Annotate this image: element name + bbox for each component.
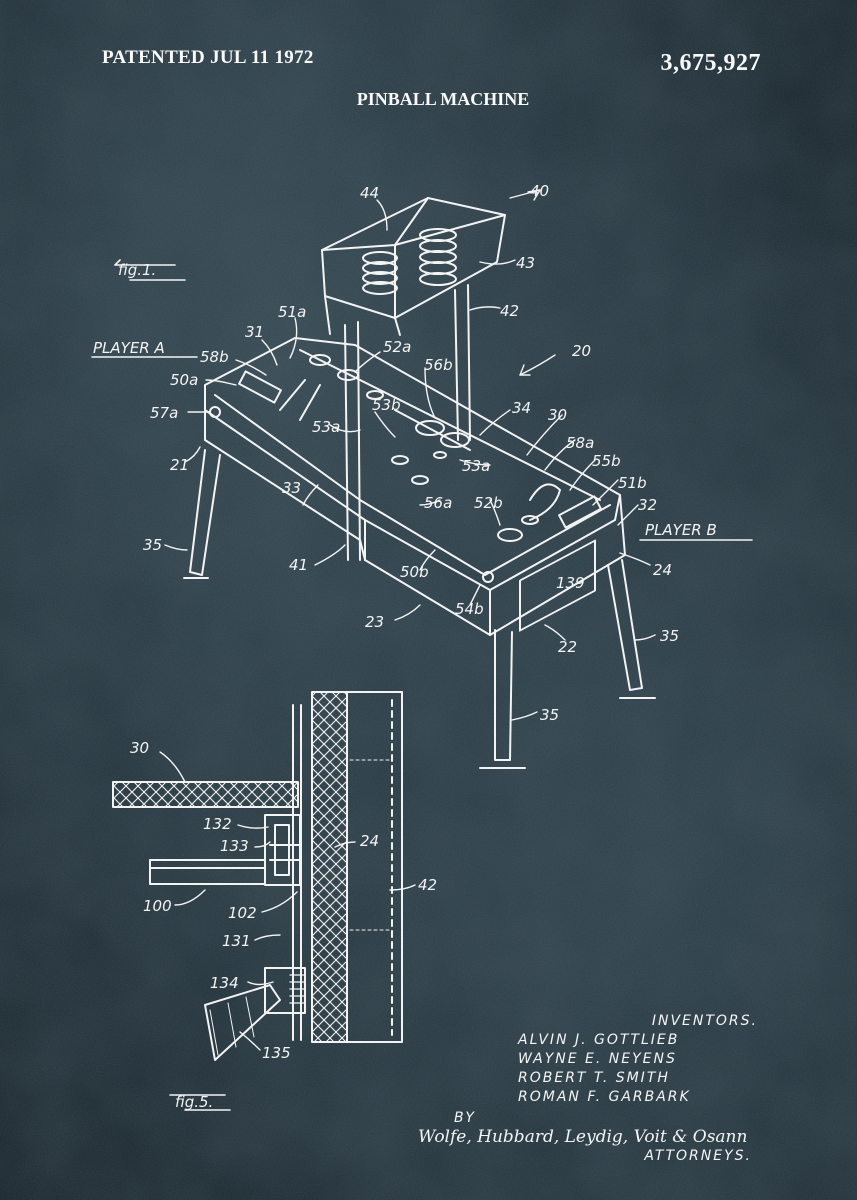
fig1-label: fig.1. [118,261,156,279]
fig5-label: fig.5. [175,1093,213,1111]
ref-22: 22 [558,638,577,656]
ref-35-bottom: 35 [540,706,559,724]
ref-58a: 58a [566,434,594,452]
fig5-drawing [112,691,416,1111]
inventor-name: WAYNE E. NEYENS [518,1051,677,1067]
backbox [321,197,506,561]
ref-52b: 52b [474,494,503,512]
inventors-block: INVENTORS. ALVIN J. GOTTLIEB WAYNE E. NE… [418,1012,760,1166]
ref-56b: 56b [424,356,453,374]
by-label: BY [454,1110,476,1126]
inventor-name: ALVIN J. GOTTLIEB [518,1032,680,1048]
ref-53a-right: 53a [462,457,490,475]
fig1-drawing [91,189,753,769]
ref-24: 24 [653,561,672,579]
ref-35-right: 35 [660,627,679,645]
ref-50b: 50b [400,563,429,581]
ref-23: 23 [365,613,384,631]
patent-title: PINBALL MACHINE [356,89,530,109]
fig5-ref-132: 132 [203,815,232,833]
fig5-ref-100: 100 [143,897,172,915]
inventor-name: ROBERT T. SMITH [518,1070,670,1086]
ref-41: 41 [289,556,308,574]
fig5-ref-131: 131 [222,932,251,950]
ref-54b: 54b [455,600,484,618]
inventors-heading: INVENTORS. [651,1013,758,1029]
patent-number: 3,675,927 [660,50,761,76]
ref-40: 40 [530,182,549,200]
ref-57a: 57a [150,404,178,422]
attorney-firm-signature: Wolfe, Hubbard, Leydig, Voit & Osann [418,1127,748,1147]
ref-53a-left: 53a [312,418,340,436]
ref-30: 30 [548,406,567,424]
ref-50a: 50a [170,371,198,389]
ref-33: 33 [282,479,301,497]
inventor-name: ROMAN F. GARBARK [518,1089,691,1105]
fig5-ref-42: 42 [418,876,437,894]
ref-44: 44 [360,184,379,202]
ref-34: 34 [512,399,531,417]
player-a-label: PLAYER A [93,339,165,357]
fig5-ref-102: 102 [228,904,257,922]
ref-35-left: 35 [143,536,162,554]
fig5-ref-24: 24 [360,832,379,850]
fig5-ref-133: 133 [220,837,249,855]
fig5-ref-135: 135 [262,1044,291,1062]
fig1-leaders [164,189,656,721]
fig5-ref-30: 30 [130,739,149,757]
fig5-ref-134: 134 [210,974,239,992]
ref-53b: 53b [372,396,401,414]
ref-51a: 51a [278,303,306,321]
ref-21: 21 [170,456,189,474]
ref-42: 42 [500,302,519,320]
patent-date: PATENTED JUL 11 1972 [102,47,314,68]
ref-56a: 56a [424,494,452,512]
ref-31: 31 [245,323,264,341]
ref-43: 43 [516,254,535,272]
ref-32: 32 [638,496,657,514]
ref-139: 139 [556,574,585,592]
ref-51b: 51b [618,474,647,492]
ref-52a: 52a [383,338,411,356]
ref-58b: 58b [200,348,229,366]
attorneys-label: ATTORNEYS. [644,1148,752,1164]
inventor-list: ALVIN J. GOTTLIEB WAYNE E. NEYENS ROBERT… [440,1031,760,1107]
cabinet-legs [183,449,656,769]
ref-55b: 55b [592,452,621,470]
ref-20: 20 [572,342,591,360]
player-b-label: PLAYER B [645,521,717,539]
